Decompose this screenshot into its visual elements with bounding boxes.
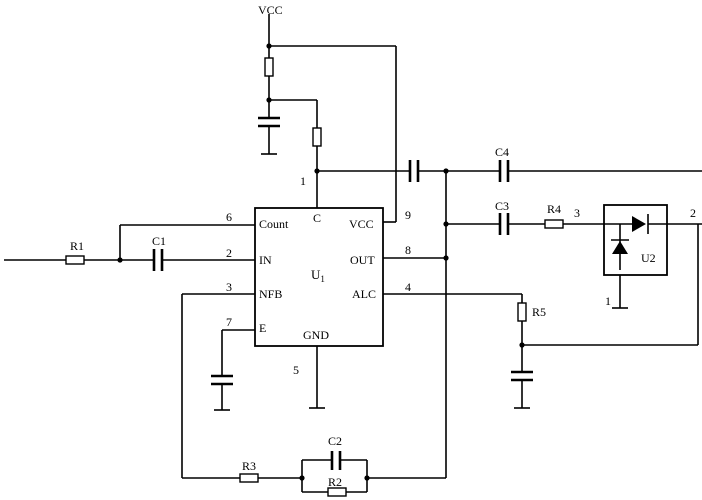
r3-label: R3 (242, 459, 256, 473)
pin-number-alc: 4 (405, 280, 411, 294)
detector-input-path: C3 R4 3 (446, 199, 604, 235)
pin-number-gnd: 5 (293, 363, 299, 377)
r4-resistor (544, 219, 564, 229)
pin-e-label: E (259, 321, 266, 335)
ic-u1: Count IN NFB E C VCC OUT ALC GND U1 (254, 207, 384, 347)
pin-vcc-label: VCC (349, 217, 374, 231)
pin-number-c: 1 (300, 174, 306, 188)
pin-out-label: OUT (350, 253, 375, 267)
ic-ground (309, 346, 325, 409)
r1-resistor (65, 255, 85, 265)
pin-number-count: 6 (226, 210, 232, 224)
pin-nfb-label: NFB (259, 287, 282, 301)
collector-resistor (312, 127, 322, 147)
alc-network: R5 (383, 224, 699, 409)
r5-label: R5 (532, 305, 546, 319)
feedback-network: R3 C2 R2 (181, 293, 446, 497)
u2-pin-output-number: 2 (690, 206, 696, 220)
diode-icon (632, 216, 646, 232)
r2-label: R2 (328, 475, 342, 489)
vcc-pin-feed (269, 45, 397, 223)
vcc-supply: VCC (258, 3, 283, 49)
u2-label: U2 (641, 251, 656, 265)
supply-resistor (264, 57, 274, 77)
pin-gnd-label: GND (303, 328, 329, 342)
detector-u2: U2 1 2 (603, 204, 702, 309)
pin-in-label: IN (259, 253, 272, 267)
r5-resistor (517, 302, 527, 322)
u2-pin-input-number: 3 (574, 206, 580, 220)
pin-number-nfb: 3 (226, 280, 232, 294)
vcc-label: VCC (258, 3, 283, 17)
pin-number-vcc: 9 (405, 208, 411, 222)
pin-number-e: 7 (226, 315, 232, 329)
supply-decoupling-branch (258, 46, 280, 155)
collector-load-branch (269, 99, 322, 208)
output-vertical-bus (383, 171, 449, 478)
c3-label: C3 (495, 199, 509, 213)
c2-label: C2 (328, 434, 342, 448)
ic-pin-numbers: 1 2 3 4 5 6 7 8 9 (226, 174, 411, 377)
u2-pin-ground-number: 1 (605, 294, 611, 308)
r3-resistor (239, 473, 259, 483)
r1-label: R1 (70, 239, 84, 253)
r2-resistor (327, 487, 347, 497)
pin-c-label: C (313, 211, 321, 225)
ic-name: U1 (311, 267, 325, 284)
pin-count-label: Count (259, 217, 289, 231)
pin-alc-label: ALC (352, 287, 376, 301)
input-network: R1 C1 (4, 224, 255, 271)
pin-number-out: 8 (405, 243, 411, 257)
diode-icon (612, 241, 628, 254)
pin-number-in: 2 (226, 246, 232, 260)
c1-label: C1 (152, 234, 166, 248)
r4-label: R4 (547, 202, 561, 216)
c4-label: C4 (495, 145, 509, 159)
emitter-capacitor-branch (211, 329, 255, 411)
output-coupling-capacitor (317, 160, 500, 182)
c4-branch: C4 (495, 145, 702, 182)
